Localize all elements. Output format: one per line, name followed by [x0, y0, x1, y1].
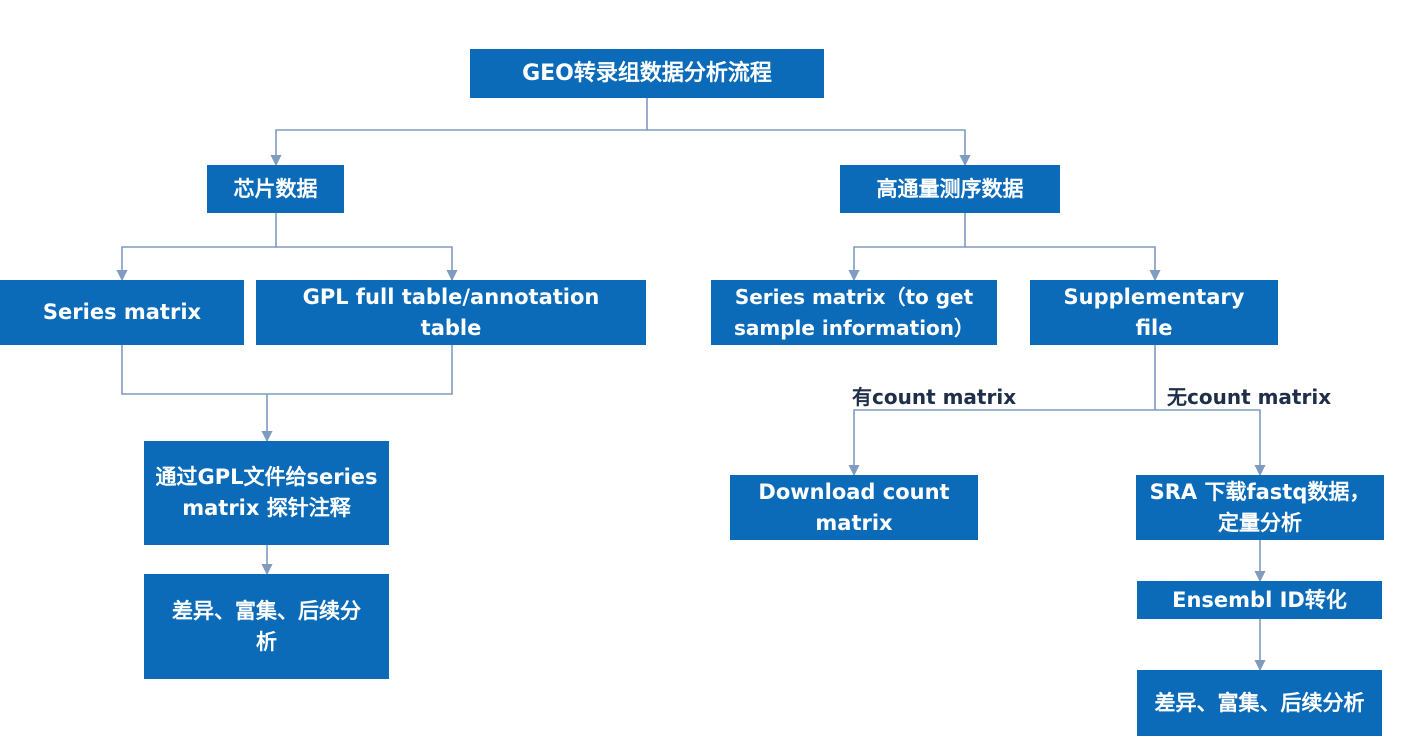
series-matrix-node: Series matrix	[0, 280, 244, 345]
has-count-matrix-label: 有count matrix	[852, 385, 1017, 409]
diff-analysis-left-node: 差异、富集、后续分析	[144, 574, 389, 679]
diff-analysis-right-node: 差异、富集、后续分析	[1137, 670, 1382, 736]
supplementary-file-node: Supplementary file	[1030, 280, 1278, 345]
gpl-table-node: GPL full table/annotation table	[256, 280, 646, 345]
ensembl-id-node: Ensembl ID转化	[1137, 581, 1382, 619]
sequencing-data-node: 高通量测序数据	[840, 165, 1060, 213]
sra-fastq-node: SRA 下载fastq数据，定量分析	[1136, 475, 1384, 540]
gpl-annotation-node: 通过GPL文件给series matrix 探针注释	[144, 441, 389, 545]
microarray-data-node: 芯片数据	[207, 165, 344, 213]
series-matrix-sample-node: Series matrix（to get sample information）	[711, 280, 997, 345]
no-count-matrix-label: 无count matrix	[1167, 385, 1332, 409]
root-node: GEO转录组数据分析流程	[470, 49, 824, 98]
download-count-node: Download count matrix	[730, 475, 978, 540]
